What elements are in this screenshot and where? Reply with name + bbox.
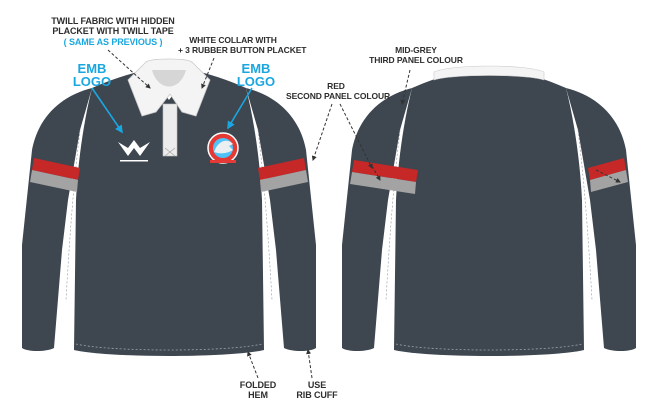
front-right-grey-stripe: [260, 170, 308, 192]
red-panel-label: RED SECOND PANEL COLOUR: [286, 81, 391, 102]
back-left-sleeve: [342, 88, 412, 351]
twill-line-2: PLACKET WITH TWILL TAPE: [52, 26, 174, 37]
back-body: [394, 70, 584, 356]
front-jersey: [22, 58, 316, 356]
collar-line-2: + 3 RUBBER BUTTON PLACKET: [178, 44, 307, 55]
hem-line-2: HEM: [248, 390, 268, 401]
collar-line-1: WHITE COLLAR WITH: [189, 35, 277, 45]
back-right-grey-stripe: [590, 170, 628, 192]
front-right-red-stripe: [258, 158, 306, 180]
red-line-2: SECOND PANEL COLOUR: [286, 90, 391, 101]
twill-line-1: TWILL FABRIC WITH HIDDEN: [51, 16, 175, 26]
hem-line-1: FOLDED: [239, 380, 277, 390]
grey-line-1: MID-GREY: [395, 45, 437, 55]
front-left-red-stripe: [32, 158, 80, 180]
back-right-red-stripe: [588, 158, 626, 180]
front-right-sleeve: [246, 88, 316, 351]
cuff-line-2: RIB CUFF: [296, 390, 338, 401]
emb-right-line-2: LOGO: [236, 74, 276, 89]
emb-logo-right-label: EMB LOGO: [236, 62, 276, 88]
front-left-sleeve: [22, 88, 92, 351]
emb-left-line-2: LOGO: [72, 74, 112, 89]
leader-lines: [107, 49, 621, 379]
emb-leader-lines: [91, 87, 253, 134]
back-right-sleeve: [566, 88, 636, 351]
collar-label: WHITE COLLAR WITH + 3 RUBBER BUTTON PLAC…: [178, 35, 307, 56]
front-left-grey-stripe: [30, 170, 78, 192]
back-jersey: [342, 65, 636, 356]
rib-cuff-label: USE RIB CUFF: [292, 380, 342, 401]
back-collar: [433, 65, 545, 81]
grey-line-2: THIRD PANEL COLOUR: [369, 54, 463, 65]
emb-right-line-1: EMB: [241, 61, 271, 76]
twill-line-3: ( SAME AS PREVIOUS ): [63, 36, 163, 47]
cuff-line-1: USE: [307, 380, 327, 390]
back-left-grey-stripe: [350, 172, 416, 194]
front-collar: [127, 58, 211, 117]
shark-badge-icon: [207, 132, 239, 164]
folded-hem-label: FOLDED HEM: [236, 380, 280, 401]
twill-fabric-label: TWILL FABRIC WITH HIDDEN PLACKET WITH TW…: [48, 16, 178, 47]
wing-logo-icon: [118, 140, 150, 162]
front-placket: [162, 103, 178, 157]
emb-logo-left-label: EMB LOGO: [72, 62, 112, 88]
grey-panel-label: MID-GREY THIRD PANEL COLOUR: [366, 45, 466, 66]
emb-left-line-1: EMB: [77, 61, 107, 76]
red-line-1: RED: [327, 81, 345, 91]
